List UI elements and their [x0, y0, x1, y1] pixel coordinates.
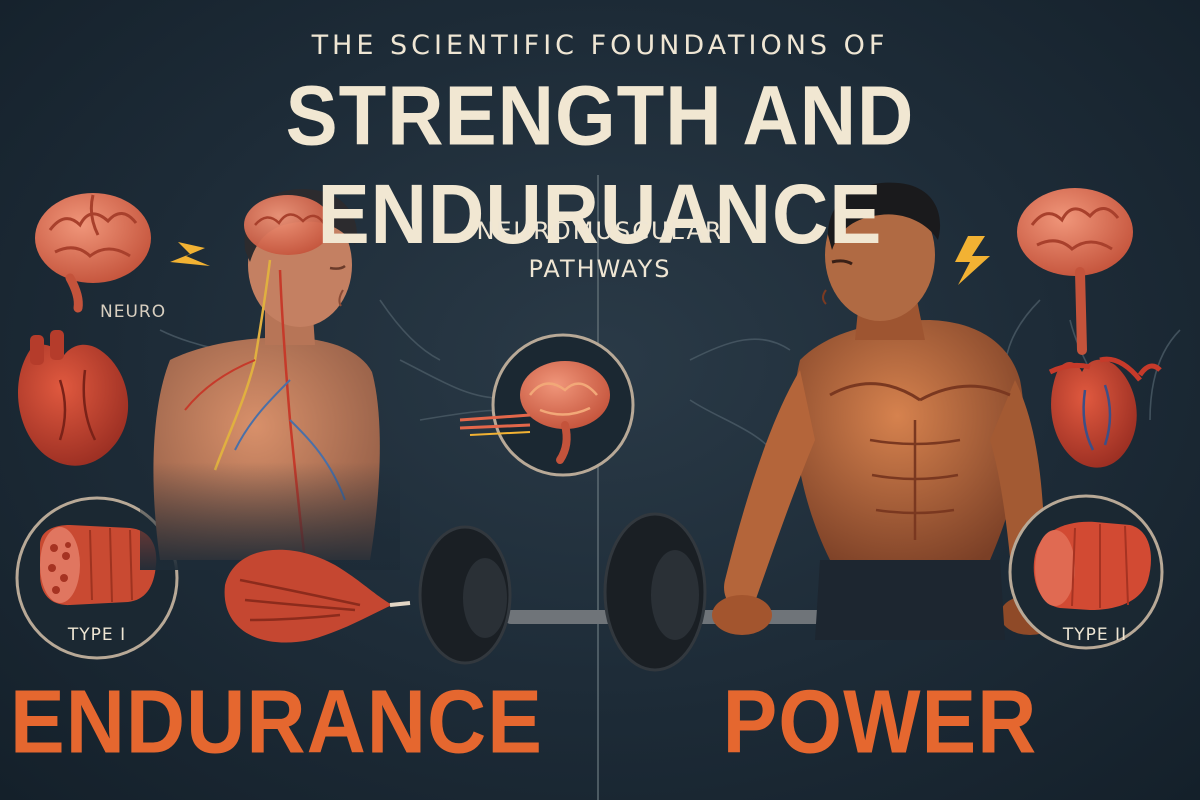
- lightning-icon: [955, 236, 990, 285]
- poster-subtitle: THE SCIENTIFIC FOUNDATIONS OF: [311, 30, 889, 61]
- pathways-label-line-2: PATHWAYS: [528, 255, 672, 283]
- heart-icon: [1048, 356, 1162, 468]
- pathways-label-line-1: NEUROMUSCULAR: [476, 217, 724, 245]
- type-2-fiber-icon: [1008, 494, 1164, 650]
- heart-icon: [18, 330, 129, 466]
- muscle-icon: [224, 549, 411, 643]
- barbell-icon: [418, 512, 1065, 672]
- neuromuscular-pathways-label: NEUROMUSCULAR PATHWAYS: [400, 212, 800, 288]
- power-heading: POWER: [722, 672, 1038, 773]
- endurance-heading: ENDURANCE: [10, 672, 543, 773]
- lightning-icon: [170, 242, 210, 266]
- brain-icon: [1017, 188, 1133, 355]
- type-1-fiber-icon: [15, 496, 179, 660]
- central-brain-icon: [459, 333, 635, 477]
- type-2-fiber-label: TYPE II: [1062, 625, 1128, 645]
- brain-icon: [35, 193, 151, 313]
- poster-title: STRENGTH AND ENDURUANCE: [285, 67, 915, 262]
- neuro-label: NEURO: [100, 302, 167, 322]
- type-1-fiber-label: TYPE I: [67, 625, 127, 645]
- endurance-athlete-figure: [140, 189, 400, 570]
